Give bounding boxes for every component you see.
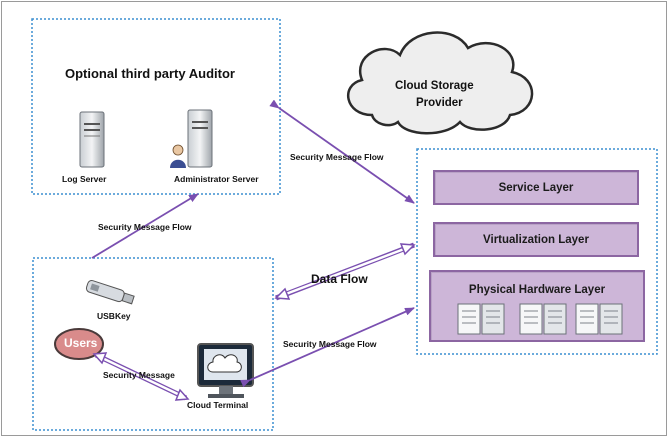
arrow-auditor-to-layers bbox=[269, 99, 415, 204]
auditor-container bbox=[31, 18, 281, 195]
arrow-client-to-auditor bbox=[91, 193, 199, 259]
usbkey-label: USBKey bbox=[97, 311, 131, 321]
users-icon bbox=[54, 328, 104, 360]
administrator-server-icon bbox=[170, 109, 213, 168]
security-flow-top-label: Security Message Flow bbox=[290, 152, 384, 162]
service-layer-label: Service Layer bbox=[498, 181, 574, 194]
virtualization-layer-label: Virtualization Layer bbox=[483, 233, 589, 246]
flow-arrows bbox=[91, 99, 416, 401]
security-flow-bottom-label: Security Message Flow bbox=[283, 339, 377, 349]
security-flow-left-label: Security Message Flow bbox=[98, 222, 192, 232]
usbkey-icon bbox=[85, 280, 135, 305]
users-label: Users bbox=[64, 336, 98, 350]
log-server-icon bbox=[79, 111, 105, 168]
cloud-terminal-icon bbox=[197, 343, 254, 398]
administrator-server-label: Administrator Server bbox=[174, 174, 259, 184]
service-layer-box: Service Layer bbox=[433, 170, 639, 205]
cloud-provider-line1: Cloud Storage bbox=[395, 80, 474, 92]
arrow-terminal-to-layers bbox=[240, 307, 415, 388]
security-message-label: Security Message bbox=[103, 370, 175, 380]
log-server-label: Log Server bbox=[62, 174, 107, 184]
physical-hardware-layer-label: Physical Hardware Layer bbox=[468, 284, 606, 296]
cloud-terminal-label: Cloud Terminal bbox=[187, 400, 249, 410]
physical-hardware-layer-box: Physical Hardware Layer bbox=[429, 270, 645, 342]
cloud-provider-container bbox=[416, 148, 658, 355]
virtualization-layer-box: Virtualization Layer bbox=[433, 222, 639, 257]
cloud-provider-line2: Provider bbox=[416, 97, 463, 109]
auditor-title: Optional third party Auditor bbox=[65, 66, 235, 81]
data-flow-label: Data Flow bbox=[311, 272, 368, 286]
